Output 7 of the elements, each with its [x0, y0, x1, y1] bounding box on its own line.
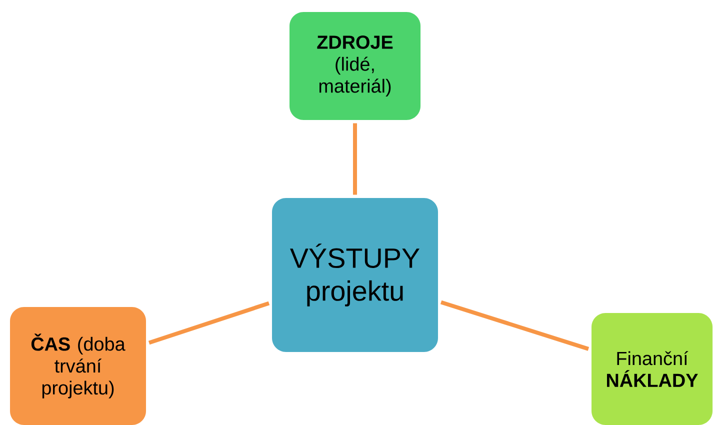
time-box: ČAS (doba trvání projektu) [10, 307, 146, 425]
connector-line [353, 123, 357, 195]
connector-line [148, 301, 270, 345]
connector-line [440, 300, 590, 351]
output-box: VÝSTUPY projektu [272, 198, 438, 352]
resource-box: ZDROJE (lidé, materiál) [290, 12, 420, 120]
cost-box: Finanční NÁKLADY [592, 313, 712, 425]
